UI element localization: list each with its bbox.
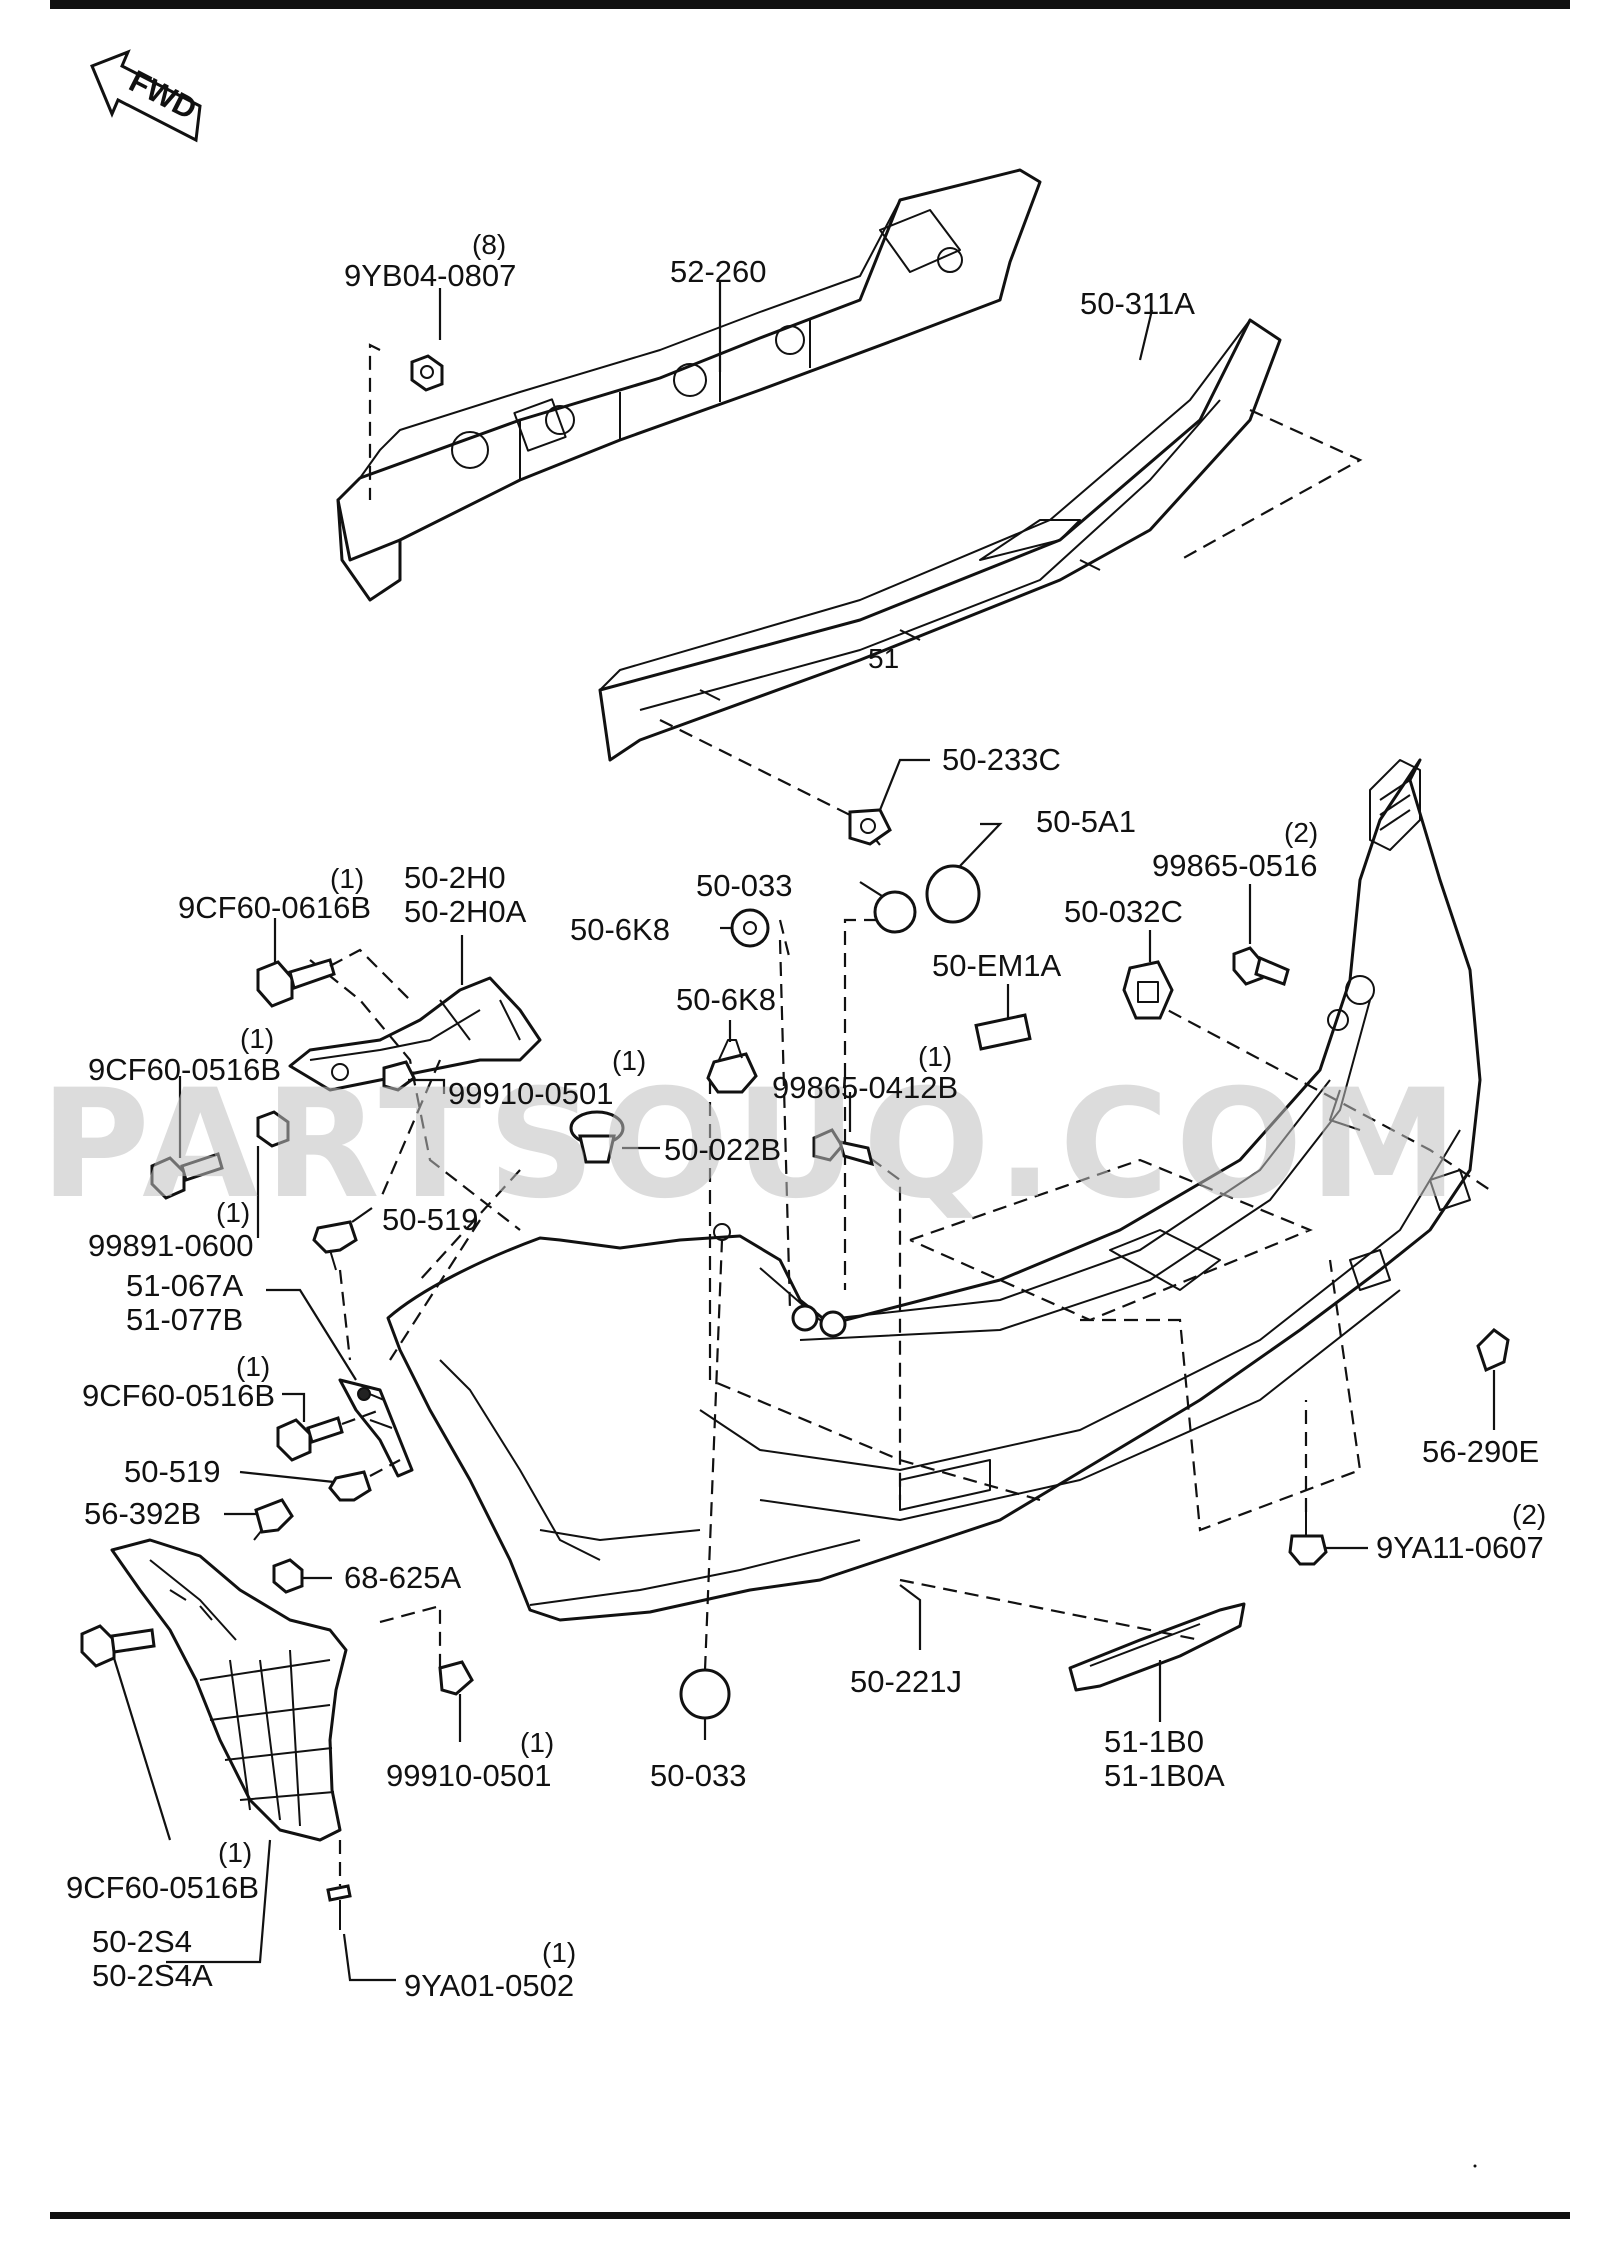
- mudguard-drawing: [110, 1538, 348, 1842]
- label-qty: (8): [472, 229, 506, 260]
- label-9ya01-0502: 9YA01-0502: [404, 1968, 574, 2003]
- clip-9ya11-icon: [1288, 1512, 1328, 1566]
- label-50-5a1: 50-5A1: [1036, 804, 1136, 839]
- emblem-em1a-shape: [974, 1013, 1032, 1051]
- label-50-em1a: 50-EM1A: [932, 948, 1062, 983]
- clip-6k8-a-icon: [730, 908, 770, 948]
- label-50-233c: 50-233C: [942, 742, 1061, 777]
- svg-text:51: 51: [868, 643, 899, 674]
- label-99910-0501-b: 99910-0501: [386, 1758, 552, 1793]
- label-99910-0501-a: 99910-0501: [448, 1076, 614, 1111]
- nut-icon: [256, 1110, 290, 1148]
- clip-233c-icon: [848, 808, 892, 846]
- clip-6k8-b-icon: [706, 1039, 758, 1094]
- label-9cf60-0516b-a: 9CF60-0516B: [88, 1052, 281, 1087]
- label-99891-0600: 99891-0600: [88, 1228, 254, 1263]
- page-dot: [1473, 2164, 1477, 2168]
- bracket-067a-drawing: [338, 1378, 414, 1478]
- clip-022b-icon: [569, 1110, 625, 1164]
- label-qty: (1): [236, 1351, 270, 1382]
- bolt-icon: [80, 1624, 156, 1668]
- clip-290e-icon: [1476, 1328, 1510, 1373]
- label-9ya11-0607: 9YA11-0607: [1376, 1530, 1544, 1565]
- label-qty: (2): [1284, 817, 1318, 848]
- label-9yb04-0807: 9YB04-0807: [344, 258, 516, 293]
- label-50-033-top: 50-033: [696, 868, 793, 903]
- bumper-reinforcement-drawing: [336, 168, 1042, 602]
- bottom-rule: [50, 2212, 1570, 2219]
- label-qty: (1): [240, 1023, 274, 1054]
- label-52-260: 52-260: [670, 254, 767, 289]
- label-99865-0516: 99865-0516: [1152, 848, 1318, 883]
- screw-icon: [326, 1884, 352, 1930]
- label-51-1b0a: 51-1B0A: [1104, 1758, 1225, 1793]
- guide-lines-bumper: [309, 939, 1491, 1642]
- clip-519-b-icon: [328, 1470, 372, 1502]
- label-50-033-bottom: 50-033: [650, 1758, 747, 1793]
- label-50-2h0: 50-2H0: [404, 860, 506, 895]
- plug-5a1-icon: [925, 864, 981, 924]
- label-qty: (2): [1512, 1499, 1546, 1530]
- label-qty: (1): [218, 1837, 252, 1868]
- nut-625a-icon: [272, 1558, 304, 1594]
- rear-bumper-drawing: [386, 758, 1482, 1622]
- label-68-625a: 68-625A: [344, 1560, 462, 1595]
- nut-icon: [410, 354, 444, 392]
- label-51-067a: 51-067A: [126, 1268, 244, 1303]
- label-50-2s4a: 50-2S4A: [92, 1958, 213, 1993]
- label-56-392b: 56-392B: [84, 1496, 201, 1531]
- energy-absorber-drawing: 51: [598, 318, 1282, 762]
- label-9cf60-0516b-b: 9CF60-0516B: [82, 1378, 275, 1413]
- label-56-290e: 56-290E: [1422, 1434, 1539, 1469]
- label-51-1b0: 51-1B0: [1104, 1724, 1204, 1759]
- label-qty: (1): [612, 1045, 646, 1076]
- label-50-2s4: 50-2S4: [92, 1924, 192, 1959]
- label-50-519-b: 50-519: [124, 1454, 221, 1489]
- watermark: PARTSOUQ.COM: [40, 1058, 1464, 1232]
- bolt-icon: [1232, 946, 1290, 986]
- label-qty: (1): [216, 1197, 250, 1228]
- label-50-6k8-b: 50-6K8: [676, 982, 776, 1017]
- label-qty: (1): [542, 1937, 576, 1968]
- fwd-arrow-icon: FWD: [90, 49, 202, 143]
- label-9cf60-0516b-c: 9CF60-0516B: [66, 1870, 259, 1905]
- bolt-icon: [256, 958, 336, 1008]
- plug-033-top-icon: [873, 890, 917, 934]
- label-50-032c: 50-032C: [1064, 894, 1183, 929]
- plug-033-bottom-icon: [679, 1668, 731, 1720]
- label-50-519-a: 50-519: [382, 1202, 479, 1237]
- label-qty: (1): [520, 1727, 554, 1758]
- clip-392b-icon: [253, 1498, 294, 1541]
- label-50-2h0a: 50-2H0A: [404, 894, 527, 929]
- label-50-6k8-a: 50-6K8: [570, 912, 670, 947]
- screw-icon: [812, 1128, 875, 1167]
- top-rule: [50, 0, 1570, 9]
- label-qty: (1): [918, 1041, 952, 1072]
- part-labels: (8) 9YB04-0807 52-260 50-311A 50-233C 50…: [66, 229, 1546, 2003]
- clip-519-a-icon: [312, 1220, 358, 1271]
- clip-99910-a-icon: [382, 1060, 416, 1092]
- label-51-077b: 51-077B: [126, 1302, 243, 1337]
- label-99865-0412b: 99865-0412B: [772, 1070, 958, 1105]
- bolt-icon: [150, 1152, 224, 1200]
- label-9cf60-0616b: 9CF60-0616B: [178, 890, 371, 925]
- retainer-032c-icon: [1122, 960, 1174, 1020]
- reflector-drawing: [1068, 1602, 1246, 1692]
- bolt-icon: [276, 1416, 344, 1462]
- label-50-022b: 50-022B: [664, 1132, 781, 1167]
- label-qty: (1): [330, 863, 364, 894]
- clip-99910-b-icon: [438, 1660, 474, 1696]
- label-50-311a: 50-311A: [1080, 286, 1195, 321]
- label-50-221j: 50-221J: [850, 1664, 962, 1699]
